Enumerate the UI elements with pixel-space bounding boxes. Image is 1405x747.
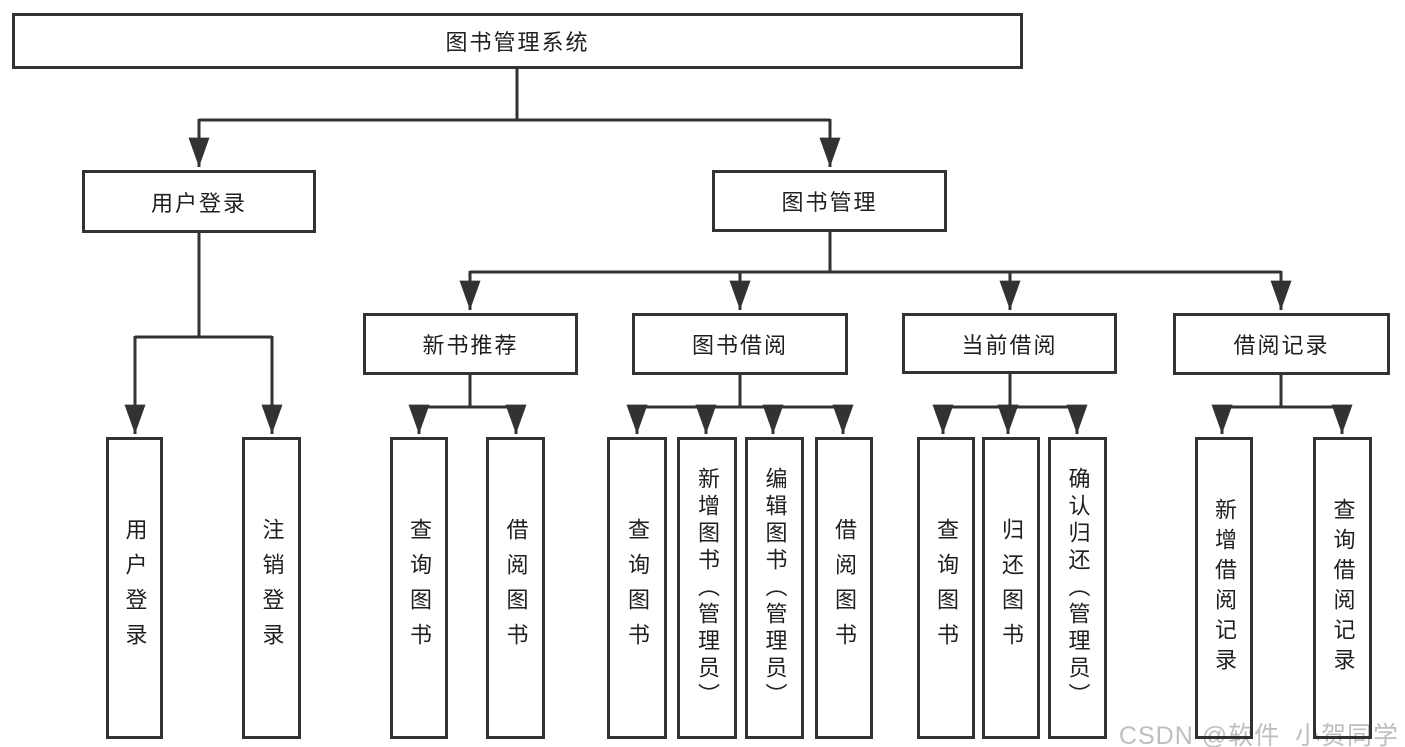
node-book-management: 图书管理 xyxy=(712,170,947,232)
leaf-edit-book-admin: 编辑图书（管理员） xyxy=(745,437,804,739)
leaf-return-book: 归还图书 xyxy=(982,437,1040,739)
leaf-add-borrow-record: 新增借阅记录 xyxy=(1195,437,1253,739)
leaf-borrow-book-2: 借阅图书 xyxy=(815,437,873,739)
csdn-watermark: CSDN @软件_小贺同学 xyxy=(1118,722,1399,747)
leaf-logout: 注销登录 xyxy=(242,437,301,739)
node-user-login: 用户登录 xyxy=(82,170,316,233)
leaf-confirm-return-admin: 确认归还（管理员） xyxy=(1048,437,1107,739)
leaf-query-book-1: 查询图书 xyxy=(390,437,448,739)
leaf-borrow-book-1: 借阅图书 xyxy=(486,437,545,739)
leaf-add-book-admin: 新增图书（管理员） xyxy=(677,437,737,739)
node-current-borrow: 当前借阅 xyxy=(902,313,1117,374)
leaf-query-borrow-record: 查询借阅记录 xyxy=(1313,437,1372,739)
node-new-book-recommend: 新书推荐 xyxy=(363,313,578,375)
node-library-management-system: 图书管理系统 xyxy=(12,13,1023,69)
leaf-query-book-2: 查询图书 xyxy=(607,437,667,739)
node-borrow-record: 借阅记录 xyxy=(1173,313,1390,375)
tree-edges xyxy=(124,69,1353,434)
leaf-query-book-3: 查询图书 xyxy=(917,437,975,739)
leaf-user-login: 用户登录 xyxy=(106,437,163,739)
node-book-borrow: 图书借阅 xyxy=(632,313,848,375)
